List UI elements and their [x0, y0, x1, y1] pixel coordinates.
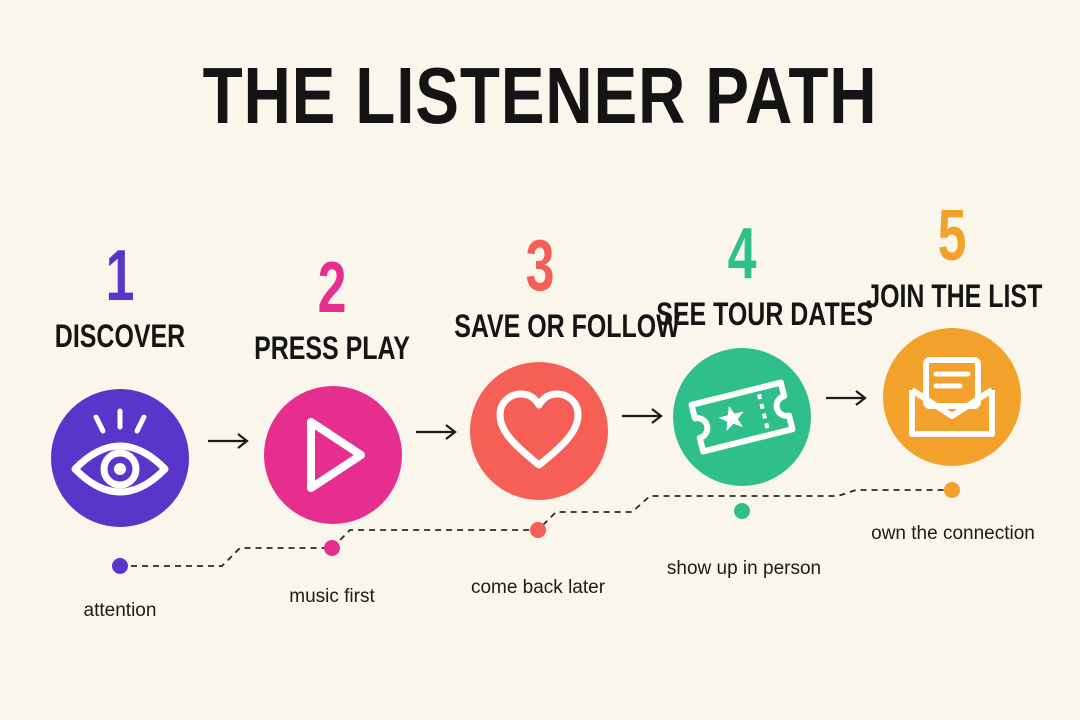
step-5-header: 5 JOIN THE LIST — [842, 200, 1062, 314]
step-1-caption: attention — [83, 600, 157, 621]
eye-icon — [71, 408, 169, 496]
milestone-dot-1 — [112, 558, 128, 574]
step-5-caption: own the connection — [871, 523, 1035, 544]
milestone-dot-4 — [734, 503, 750, 519]
arrow-1-to-2 — [208, 433, 249, 449]
step-2-circle — [264, 386, 402, 524]
milestone-dot-3 — [530, 522, 546, 538]
step-2-caption: music first — [289, 586, 375, 607]
milestone-dot-2 — [324, 540, 340, 556]
step-3-caption: come back later — [470, 577, 606, 598]
step-1-label: DISCOVER — [54, 318, 186, 354]
step-4-number: 4 — [727, 214, 757, 294]
step-3-header: 3 SAVE OR FOLLOW — [430, 226, 680, 344]
step-1-circle — [51, 389, 189, 527]
step-3-circle — [470, 362, 608, 500]
step-5-label: JOIN THE LIST — [866, 278, 1043, 314]
milestone-dot-5 — [944, 482, 960, 498]
heart-icon — [496, 390, 582, 469]
arrow-3-to-4 — [622, 408, 663, 424]
arrow-4-to-5 — [826, 390, 867, 406]
step-1-header: 1 DISCOVER — [10, 240, 230, 354]
step-5-circle — [883, 328, 1021, 466]
step-2-number: 2 — [317, 248, 347, 328]
page-title: THE LISTENER PATH — [202, 51, 878, 140]
arrow-2-to-3 — [416, 424, 457, 440]
step-1-number: 1 — [105, 236, 135, 316]
step-5-number: 5 — [937, 196, 967, 276]
step-4-circle — [673, 348, 811, 486]
ticket-icon — [688, 379, 796, 455]
step-2-header: 2 PRESS PLAY — [222, 252, 442, 366]
step-4-header: 4 SEE TOUR DATES — [632, 214, 873, 332]
step-3-number: 3 — [525, 226, 555, 306]
step-4-caption: show up in person — [666, 558, 822, 579]
play-icon — [307, 418, 365, 492]
step-2-label: PRESS PLAY — [254, 330, 410, 366]
envelope-icon — [909, 357, 995, 437]
